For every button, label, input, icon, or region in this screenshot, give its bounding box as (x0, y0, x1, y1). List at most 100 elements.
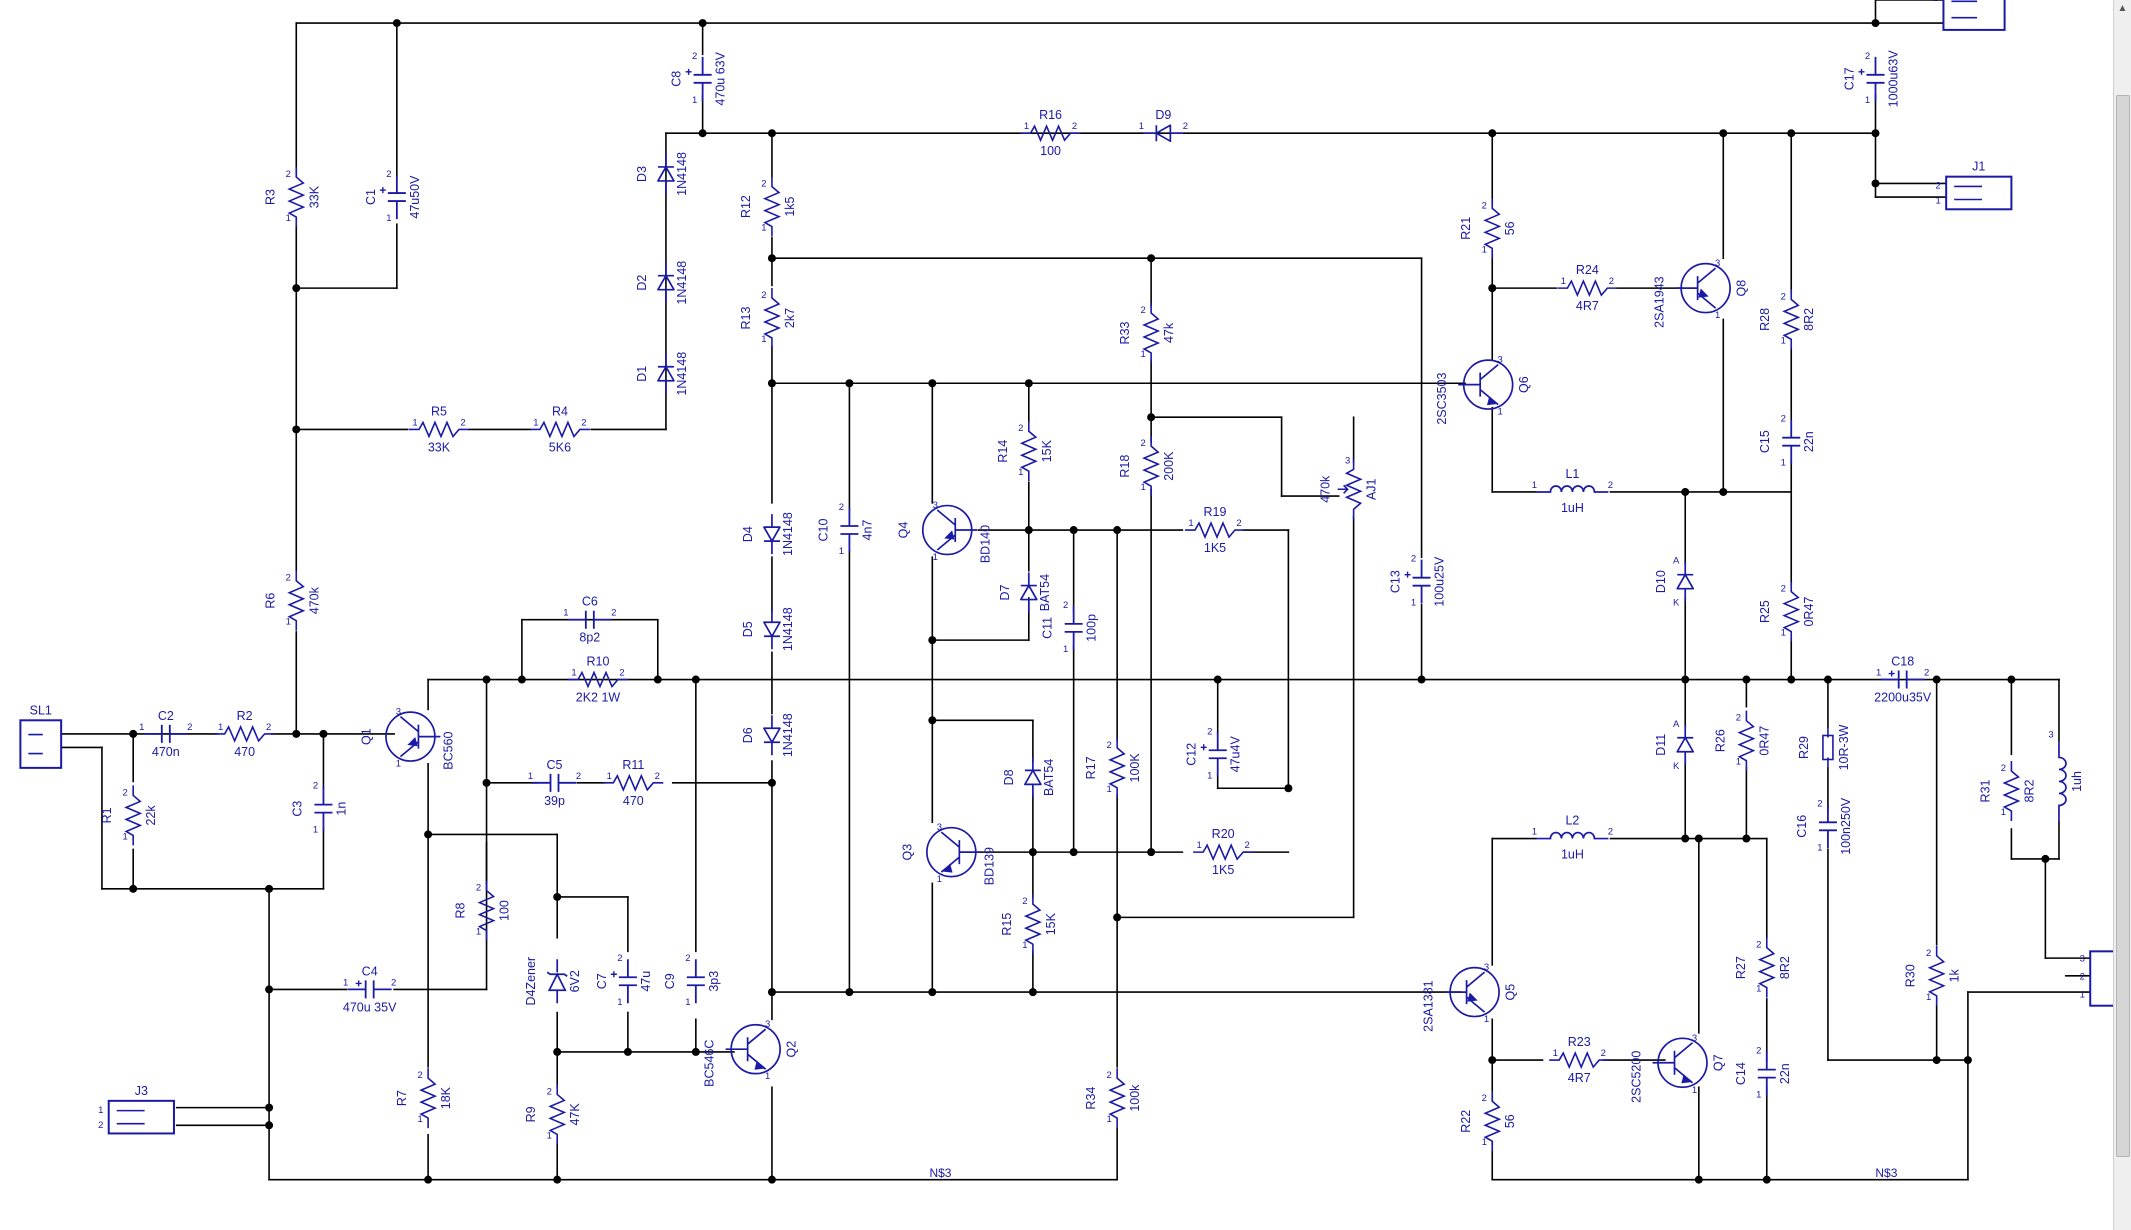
junction-dot (1762, 1175, 1771, 1184)
pin-label: 1 (139, 722, 144, 733)
diode-symbol (763, 514, 781, 555)
pin-label: 2 (476, 883, 481, 894)
junction-dot (1069, 848, 1078, 857)
component-value: 1N4148 (675, 352, 689, 396)
connector-sl1[interactable]: SL1 (19, 703, 63, 769)
pin-label: 2 (1236, 518, 1241, 529)
ref-designator: R5 (431, 404, 447, 418)
vertical-scrollbar[interactable]: ▲ (2113, 0, 2131, 1230)
ref-designator: AJ1 (1365, 478, 1379, 500)
pin-label: 1 (98, 1105, 103, 1116)
component-value: 470u 35V (343, 1000, 397, 1014)
ref-designator: R9 (524, 1106, 538, 1122)
scrollbar-thumb[interactable] (2116, 95, 2130, 1157)
resistor-symbol (1737, 710, 1756, 771)
scroll-up-arrow-icon[interactable]: ▲ (2117, 3, 2128, 14)
pin-label: 2 (187, 722, 192, 733)
pin-label: 1 (1756, 984, 1761, 995)
junction-dot (1213, 675, 1222, 684)
pin-label: 2 (1022, 896, 1027, 907)
connector-j2[interactable]: 2 (1933, 0, 2006, 31)
